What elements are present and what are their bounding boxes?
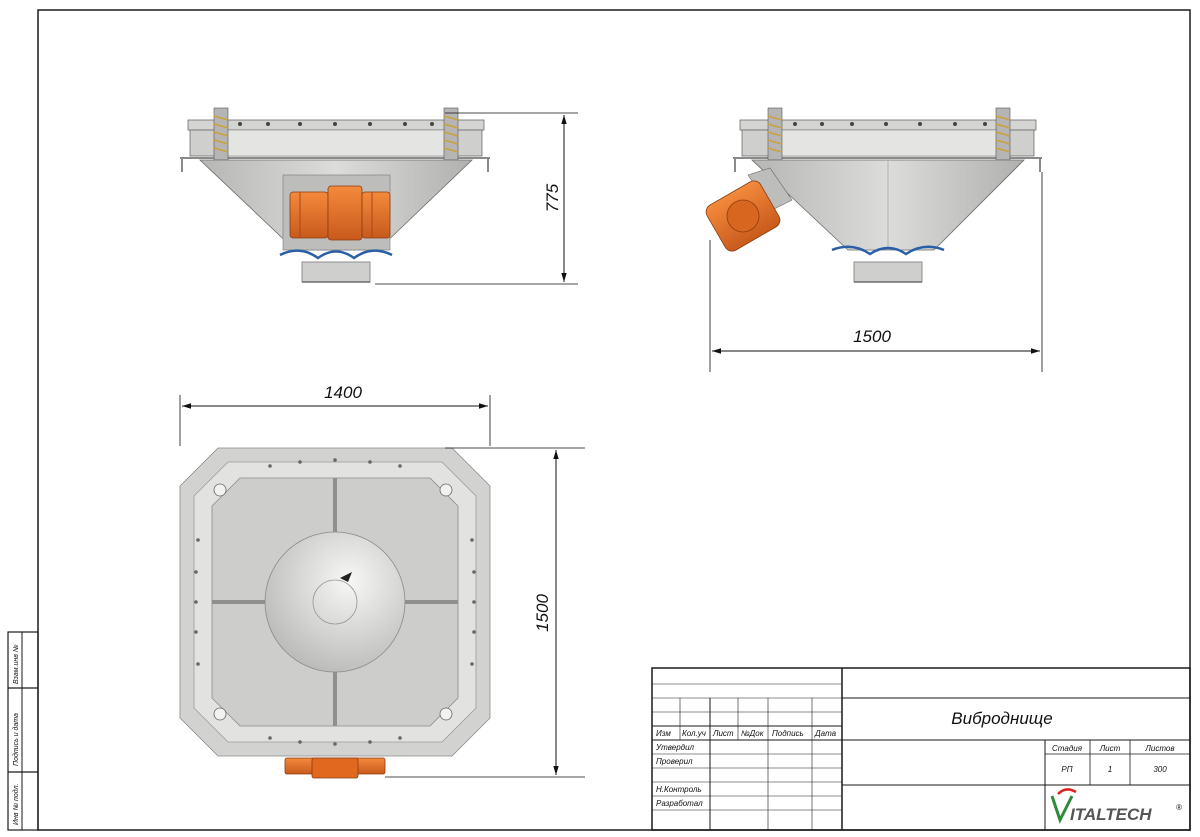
front-spring-left bbox=[213, 107, 229, 161]
role-razrabotal: Разработал bbox=[656, 799, 703, 808]
col-izm: Изм bbox=[656, 729, 671, 738]
title-block-labels: Изм Кол.уч Лист №Док Подпись Дата Утверд… bbox=[655, 709, 1175, 808]
sheet-frame bbox=[37, 9, 1191, 831]
drawing-title: Виброднище bbox=[951, 709, 1052, 728]
header-stadiya: Стадия bbox=[1052, 744, 1083, 753]
top-vibromotor bbox=[284, 757, 386, 779]
col-n-dok: №Док bbox=[741, 729, 765, 738]
italtech-logo: ITALTECH ® bbox=[1050, 788, 1182, 824]
side-stamp: Инв № подл. Подпись и дата Взам.инв № bbox=[7, 631, 39, 831]
logo-registered-mark: ® bbox=[1176, 803, 1182, 812]
stamp-label-inv-orig: Инв № подл. bbox=[12, 783, 20, 825]
front-view bbox=[180, 107, 490, 283]
front-spring-right bbox=[443, 107, 459, 161]
role-proveril: Проверил bbox=[656, 757, 693, 766]
stamp-label-inv-replace: Взам.инв № bbox=[13, 644, 20, 684]
dimension-top-width: 1400 bbox=[179, 383, 491, 446]
logo-text: ITALTECH bbox=[1070, 805, 1152, 824]
col-list: Лист bbox=[712, 729, 734, 738]
dimension-front-height: 775 bbox=[375, 112, 578, 285]
dim-label-775: 775 bbox=[543, 183, 562, 212]
top-view-cone bbox=[264, 531, 406, 673]
header-list: Лист bbox=[1099, 744, 1121, 753]
value-listov: 300 bbox=[1153, 765, 1167, 774]
stamp-label-sign-date: Подпись и дата bbox=[12, 713, 20, 766]
value-stadiya: РП bbox=[1061, 765, 1072, 774]
front-vibromotor bbox=[289, 185, 391, 241]
header-listov: Листов bbox=[1144, 744, 1174, 753]
role-n-kontrol: Н.Контроль bbox=[656, 785, 702, 794]
dimension-side-width: 1500 bbox=[709, 172, 1043, 372]
role-utverdil: Утвердил bbox=[655, 743, 695, 752]
title-block bbox=[651, 667, 1191, 831]
dimension-top-height: 1500 bbox=[385, 447, 585, 778]
col-podpis: Подпись bbox=[772, 729, 804, 738]
top-view bbox=[179, 447, 491, 779]
col-kol-uch: Кол.уч bbox=[682, 729, 706, 738]
dim-label-1400: 1400 bbox=[324, 383, 362, 402]
side-spring-left bbox=[767, 107, 783, 161]
col-data: Дата bbox=[814, 729, 837, 738]
side-spring-right bbox=[995, 107, 1011, 161]
dim-label-1500-side: 1500 bbox=[853, 327, 891, 346]
dim-label-1500-top: 1500 bbox=[533, 594, 552, 632]
value-list: 1 bbox=[1108, 765, 1112, 774]
side-view bbox=[705, 107, 1042, 283]
side-vibromotor bbox=[705, 180, 781, 252]
